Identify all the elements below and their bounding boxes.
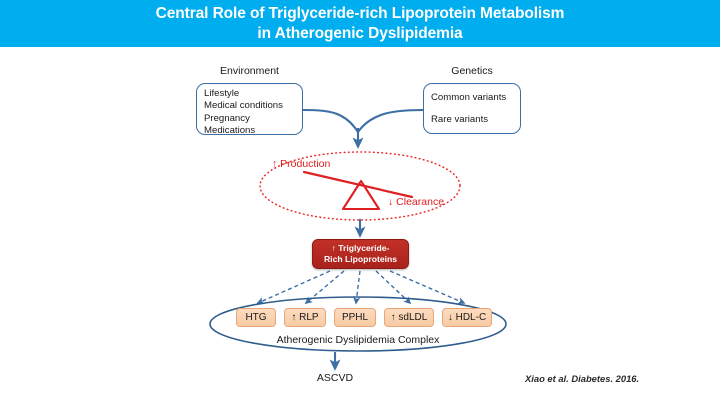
pill-sdldl[interactable]: ↑ sdLDL (384, 308, 434, 327)
balance-seesaw (302, 170, 414, 211)
page-title-line2: in Atherogenic Dyslipidemia (257, 24, 463, 42)
environment-item: Medications (204, 125, 256, 137)
environment-item: Pregnancy (204, 112, 250, 124)
production-label: ↑ Production (272, 158, 331, 170)
complex-caption: Atherogenic Dyslipidemia Complex (276, 334, 440, 346)
genetics-box[interactable]: Common variants Rare variants (423, 83, 521, 134)
genetics-heading: Genetics (451, 65, 493, 77)
balance-dotted-ellipse (259, 151, 461, 221)
pill-rlp[interactable]: ↑ RLP (284, 308, 326, 327)
source-connector-curves (301, 108, 425, 149)
environment-item: Lifestyle (204, 88, 240, 99)
genetics-item: Common variants (431, 92, 507, 103)
genetics-item: Rare variants (431, 114, 489, 125)
citation-text: Xiao et al. Diabetes. 2016. (525, 373, 640, 384)
title-banner: Central Role of Triglyceride-rich Lipopr… (0, 0, 720, 47)
pill-pphl[interactable]: PPHL (334, 308, 376, 327)
page-title-line1: Central Role of Triglyceride-rich Lipopr… (155, 4, 565, 22)
pill-hdlc[interactable]: ↓ HDL-C (442, 308, 492, 327)
environment-heading: Environment (220, 65, 279, 77)
trl-line2: Rich Lipoproteins (323, 254, 398, 264)
ascvd-label: ASCVD (316, 372, 354, 384)
environment-box[interactable]: Lifestyle Medical conditions Pregnancy M… (196, 83, 303, 137)
pill-htg[interactable]: HTG (236, 308, 276, 327)
clearance-label: ↓ Clearance (388, 196, 445, 208)
environment-item: Medical conditions (204, 100, 283, 112)
trl-fanout-arrows (256, 270, 466, 305)
triglyceride-rich-lipoproteins-box[interactable]: ↑ Triglyceride- Rich Lipoproteins (312, 239, 409, 269)
complex-ellipse (209, 296, 507, 352)
spacer (431, 103, 520, 114)
trl-line1: ↑ Triglyceride- (331, 243, 390, 253)
